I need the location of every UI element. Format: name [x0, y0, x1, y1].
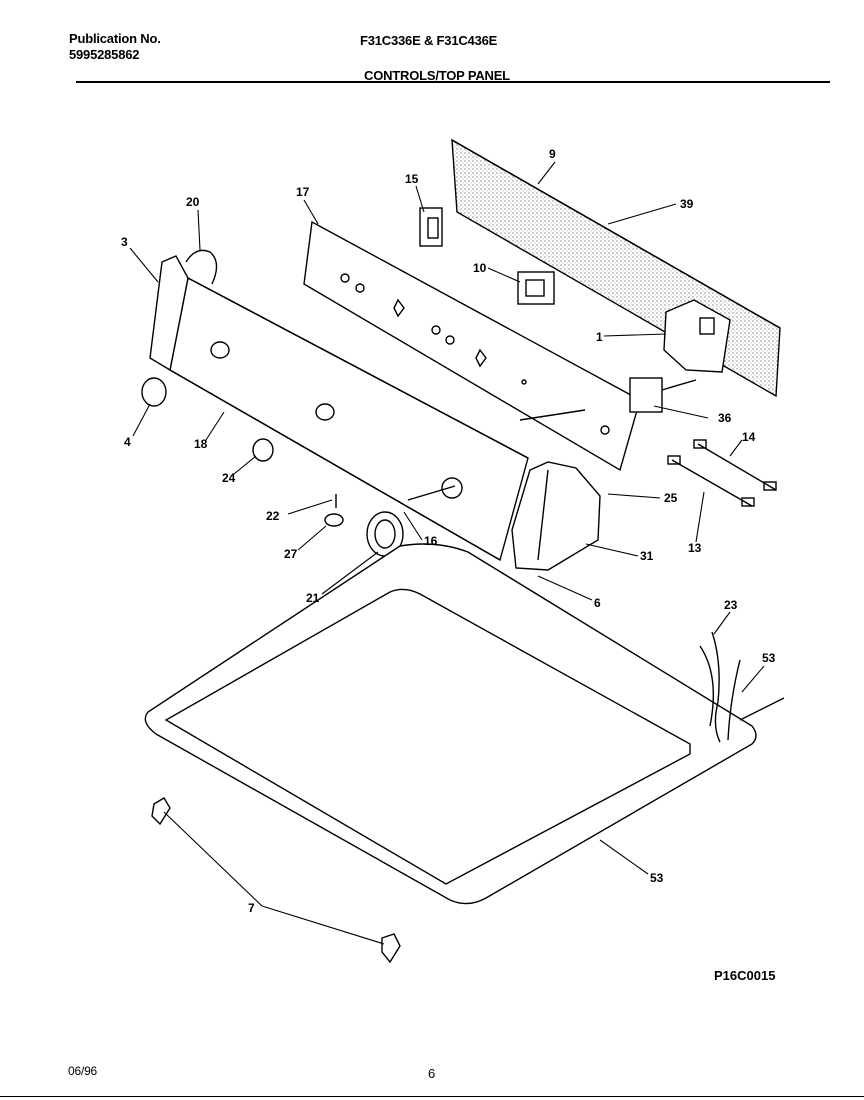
clip-part-27 — [324, 513, 344, 527]
callout-6: 6 — [594, 596, 601, 610]
callout-56: 53 — [762, 651, 776, 665]
callout-18: 18 — [194, 437, 208, 451]
switch-part-36 — [629, 377, 697, 413]
callout-1: 1 — [596, 330, 603, 344]
callout-3: 3 — [121, 235, 128, 249]
hinge-part-7b — [381, 933, 401, 964]
publication-number: 5995285862 — [69, 47, 140, 62]
callout-21: 21 — [306, 591, 320, 605]
callout-24: 24 — [222, 471, 236, 485]
header-rule — [76, 81, 830, 83]
button-part-24 — [252, 438, 274, 462]
switch-part-15 — [419, 207, 443, 247]
callout-14: 14 — [742, 430, 756, 444]
callout-9: 9 — [549, 147, 556, 161]
console-part-18 — [169, 276, 586, 562]
callout-13: 13 — [688, 541, 702, 555]
model-numbers: F31C336E & F31C436E — [360, 33, 498, 48]
revision-date: 06/96 — [68, 1064, 98, 1078]
section-title: CONTROLS/TOP PANEL — [364, 68, 510, 83]
callout-53: 53 — [650, 871, 664, 885]
switch-part-10 — [517, 271, 555, 305]
control-bracket-part-17 — [303, 220, 641, 472]
top-panel-part-53 — [144, 543, 757, 905]
callout-25: 25 — [664, 491, 678, 505]
drawing-code: P16C0015 — [714, 968, 775, 983]
wire-part-14 — [693, 439, 777, 491]
callout-20: 20 — [186, 195, 200, 209]
callout-4: 4 — [124, 435, 131, 449]
hinge-part-7a — [151, 797, 171, 826]
callout-22: 22 — [266, 509, 280, 523]
callout-10: 10 — [473, 261, 487, 275]
callout-39: 39 — [680, 197, 694, 211]
timer-knob-part-21 — [366, 511, 404, 557]
callout-7: 7 — [248, 901, 255, 915]
callout-17: 17 — [296, 185, 310, 199]
end-cap-part-3 — [149, 249, 218, 372]
callout-27: 27 — [284, 547, 298, 561]
callout-36: 36 — [718, 411, 732, 425]
publication-label: Publication No. — [69, 31, 161, 46]
wire-part-13 — [667, 455, 755, 507]
callout-16: 16 — [424, 534, 438, 548]
harness-part-23 — [699, 631, 785, 743]
callout-15: 15 — [405, 172, 419, 186]
footer-rule — [0, 1096, 864, 1097]
callout-23: 23 — [724, 598, 738, 612]
knob-part-4 — [141, 377, 167, 407]
callout-31: 31 — [640, 549, 654, 563]
page-number: 6 — [428, 1066, 436, 1081]
end-cap-part-6 — [511, 461, 601, 571]
timer-part-1 — [663, 299, 731, 373]
